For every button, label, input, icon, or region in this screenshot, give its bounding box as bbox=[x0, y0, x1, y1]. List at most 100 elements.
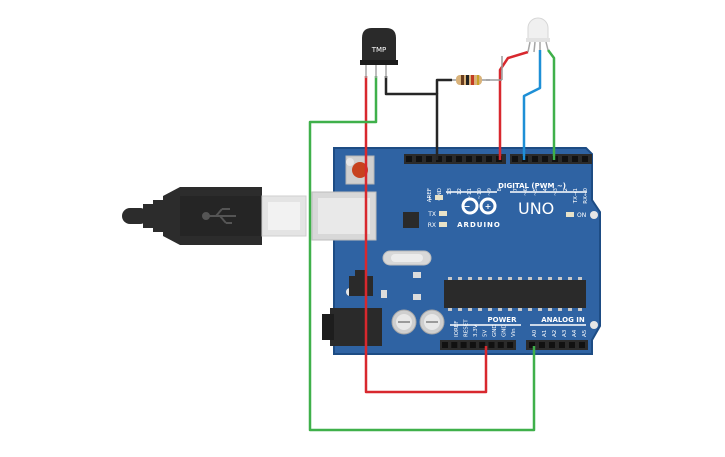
ic-pin bbox=[558, 308, 562, 311]
pin-hole[interactable] bbox=[469, 342, 476, 348]
rgb-led-lead bbox=[533, 41, 536, 53]
microcontroller-chip bbox=[444, 280, 586, 308]
pin-hole[interactable] bbox=[488, 342, 495, 348]
analog-header-label: ANALOG IN bbox=[541, 316, 585, 324]
pin-label: A4 bbox=[572, 329, 578, 337]
wire-green-a0[interactable] bbox=[308, 76, 536, 432]
ic-pin bbox=[478, 308, 482, 311]
pin-hole[interactable] bbox=[436, 156, 442, 162]
pin-hole[interactable] bbox=[442, 342, 448, 348]
ic-pin bbox=[498, 308, 502, 311]
pin-hole[interactable] bbox=[426, 156, 432, 162]
pin-label: RX←0 bbox=[583, 188, 589, 204]
arduino-uno-board[interactable]: AREFGND1312~11~10~98 7~6~54~32TX→1RX←0 D… bbox=[311, 147, 601, 355]
wire-resistor-led bbox=[486, 52, 528, 80]
pin-hole[interactable] bbox=[460, 342, 467, 348]
ic-pin bbox=[458, 308, 462, 311]
rgb-led[interactable] bbox=[526, 17, 550, 53]
pin-label: A2 bbox=[552, 330, 558, 337]
pin-hole[interactable] bbox=[572, 156, 578, 162]
pin-hole[interactable] bbox=[486, 156, 492, 162]
resistor-band bbox=[466, 75, 469, 85]
led-tx: TX bbox=[427, 211, 447, 218]
pin-label: AREF bbox=[427, 188, 433, 202]
ic-pin bbox=[528, 308, 532, 311]
pin-hole[interactable] bbox=[476, 156, 482, 162]
pin-label: A3 bbox=[562, 329, 568, 337]
pin-hole[interactable] bbox=[579, 342, 585, 348]
capacitor-2 bbox=[419, 309, 445, 335]
capacitor-1 bbox=[391, 309, 417, 335]
bottom-pin-holes bbox=[442, 342, 585, 348]
usb-interface-chip bbox=[403, 212, 419, 228]
pin-label: A0 bbox=[532, 329, 538, 337]
ic-pin bbox=[578, 308, 582, 311]
resistor[interactable] bbox=[452, 56, 503, 85]
ic-pin bbox=[568, 277, 572, 280]
rgb-led-lead bbox=[527, 41, 531, 53]
pin-hole[interactable] bbox=[466, 156, 472, 162]
pin-hole[interactable] bbox=[456, 156, 462, 162]
pin-hole[interactable] bbox=[446, 156, 452, 162]
rgb-led-dome bbox=[527, 17, 549, 41]
mount-hole bbox=[346, 158, 354, 166]
pin-label: TX→1 bbox=[573, 188, 579, 204]
power-on-led: ON bbox=[566, 212, 586, 219]
rgb-led-lead bbox=[545, 41, 549, 51]
ic-pin bbox=[468, 277, 472, 280]
temperature-sensor[interactable]: TMP bbox=[360, 28, 398, 78]
ic-pin bbox=[568, 308, 572, 311]
ic-pin bbox=[558, 277, 562, 280]
pin-hole[interactable] bbox=[451, 342, 458, 348]
mount-hole bbox=[590, 211, 598, 219]
ic-pin bbox=[578, 277, 582, 280]
pin-hole[interactable] bbox=[497, 342, 504, 348]
svg-text:TX: TX bbox=[427, 211, 436, 218]
pin-label: 4 bbox=[543, 188, 549, 192]
wire-red-pin8[interactable] bbox=[498, 50, 529, 160]
wires bbox=[308, 49, 556, 432]
smd-component bbox=[381, 290, 387, 298]
pin-hole[interactable] bbox=[549, 342, 555, 348]
wire-blue-pin6[interactable] bbox=[522, 50, 542, 160]
wire-green-pin3[interactable] bbox=[547, 49, 556, 160]
pin-label: 8 bbox=[497, 188, 503, 192]
pin-label: ~10 bbox=[477, 188, 483, 200]
pin-label: 5V bbox=[483, 330, 489, 337]
wire-black-resistor[interactable] bbox=[435, 78, 452, 94]
pin-label: 3.3V bbox=[473, 324, 479, 337]
digital-header-bottom[interactable] bbox=[510, 154, 592, 164]
pin-hole[interactable] bbox=[582, 156, 588, 162]
ic-pin bbox=[458, 277, 462, 280]
ic-pin bbox=[488, 308, 492, 311]
digital-header-top[interactable] bbox=[404, 154, 506, 164]
pin-hole[interactable] bbox=[542, 156, 548, 162]
pin-hole[interactable] bbox=[569, 342, 575, 348]
wire-red-5v[interactable] bbox=[364, 76, 488, 394]
ic-pin bbox=[478, 277, 482, 280]
wire-black-gnd[interactable] bbox=[384, 76, 439, 160]
pin-hole[interactable] bbox=[512, 156, 518, 162]
pin-hole[interactable] bbox=[406, 156, 412, 162]
pin-hole[interactable] bbox=[559, 342, 565, 348]
microcontroller-pins bbox=[448, 277, 582, 280]
power-header[interactable] bbox=[440, 340, 516, 350]
ic-pin bbox=[518, 308, 522, 311]
ic-pin bbox=[508, 277, 512, 280]
pin-hole[interactable] bbox=[539, 342, 545, 348]
pin-hole[interactable] bbox=[416, 156, 422, 162]
ic-pin bbox=[538, 277, 542, 280]
pin-hole[interactable] bbox=[562, 156, 568, 162]
tmp-sensor-base bbox=[360, 60, 398, 65]
usb-cable[interactable] bbox=[122, 187, 307, 245]
pin-hole[interactable] bbox=[479, 342, 486, 348]
analog-header[interactable] bbox=[526, 340, 588, 350]
pin-hole[interactable] bbox=[529, 342, 535, 348]
ic-pin bbox=[498, 277, 502, 280]
pin-hole[interactable] bbox=[507, 342, 514, 348]
led-l: L bbox=[429, 195, 443, 202]
pin-hole[interactable] bbox=[532, 156, 538, 162]
pin-label: GND bbox=[502, 324, 508, 337]
tmp-sensor-label: TMP bbox=[371, 46, 387, 54]
